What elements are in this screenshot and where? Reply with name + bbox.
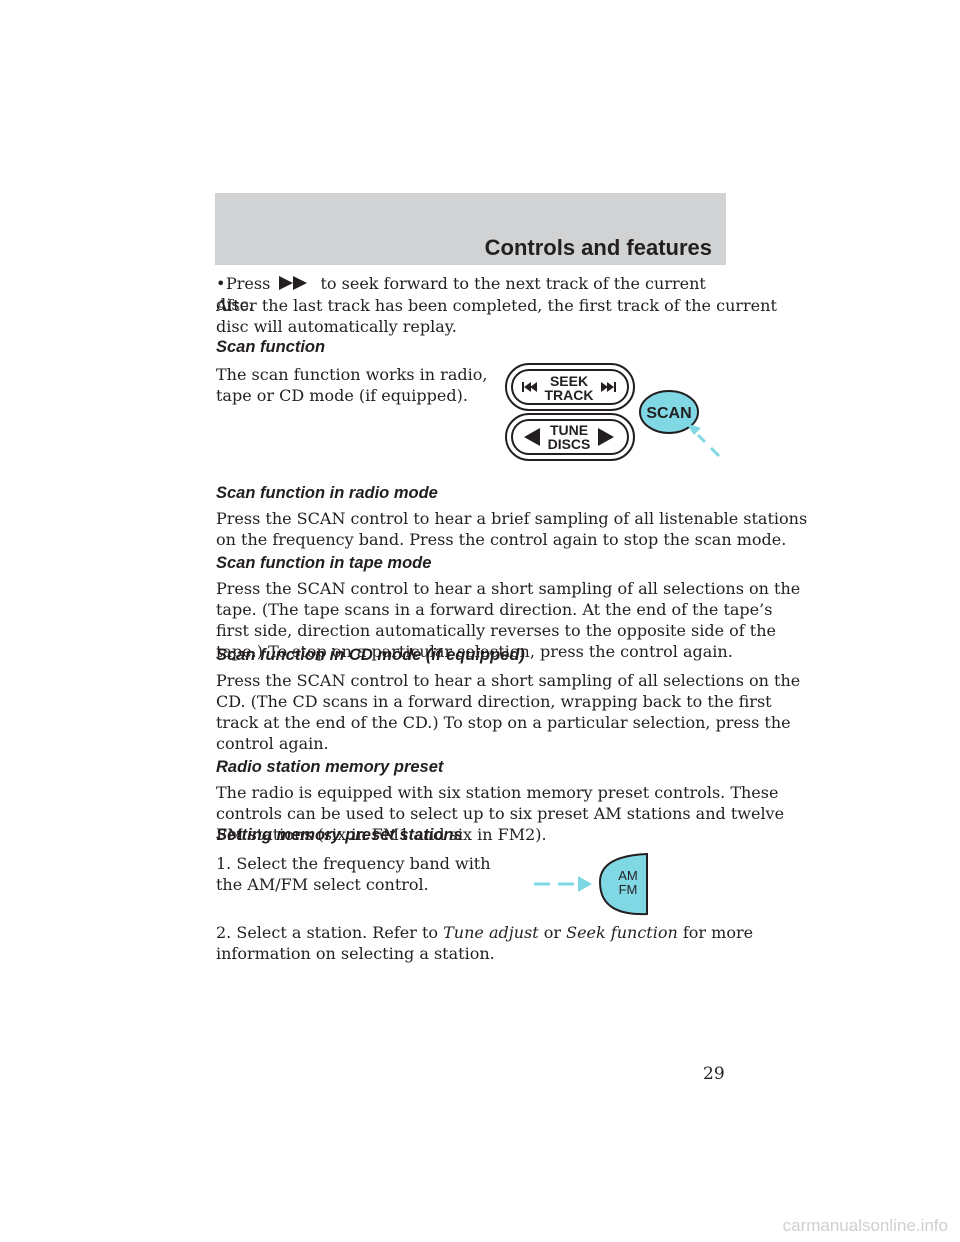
cd-mode-line1: Press the SCAN control to hear a short s… xyxy=(216,671,801,690)
setting-step1-line2: the AM/FM select control. xyxy=(216,875,429,894)
setting-step2-line1: 2. Select a station. Refer to Tune adjus… xyxy=(216,922,753,943)
cd-mode-heading: Scan function in CD mode (if equipped) xyxy=(216,646,525,664)
bullet-prefix: Press xyxy=(226,274,271,293)
memory-preset-line2: controls can be used to select up to six… xyxy=(216,804,785,823)
bullet-text-line2: After the last track has been completed,… xyxy=(216,296,777,315)
tune-label-1: TUNE xyxy=(550,422,588,438)
tape-mode-line1: Press the SCAN control to hear a short s… xyxy=(216,579,801,598)
scan-function-heading: Scan function xyxy=(216,338,326,356)
scan-label: SCAN xyxy=(646,405,691,422)
step2-link-tune-adjust: Tune adjust xyxy=(443,923,539,942)
scan-function-line2: tape or CD mode (if equipped). xyxy=(216,386,468,405)
next-track-icon xyxy=(601,382,616,392)
seek-label-1: SEEK xyxy=(550,373,588,389)
step2-prefix: 2. Select a station. Refer to xyxy=(216,923,439,942)
memory-preset-heading: Radio station memory preset xyxy=(216,758,444,776)
bullet-text-line1: to seek forward to the next track of the… xyxy=(216,274,706,314)
radio-mode-line2: on the frequency band. Press the control… xyxy=(216,530,787,549)
scan-controls-illustration: SEEK TRACK TUNE DISCS SCAN xyxy=(505,363,721,461)
section-header: Controls and features xyxy=(215,193,726,265)
radio-mode-heading: Scan function in radio mode xyxy=(216,484,438,502)
tune-down-icon xyxy=(524,428,540,446)
page-number: 29 xyxy=(703,1064,725,1084)
cd-mode-line4: control again. xyxy=(216,734,329,753)
setting-preset-heading: Setting memory preset stations xyxy=(216,826,463,844)
step2-suffix: for more xyxy=(682,923,754,942)
setting-step1-line1: 1. Select the frequency band with xyxy=(216,854,491,873)
tune-label-2: DISCS xyxy=(548,436,591,452)
watermark[interactable]: carmanualsonline.info xyxy=(782,1216,948,1235)
previous-track-icon xyxy=(522,382,537,392)
bullet-forward: •Press to seek forward to the next track… xyxy=(216,273,736,315)
tape-mode-line4: tape.) To stop on a particular selection… xyxy=(216,642,733,661)
amfm-pointer-arrow xyxy=(534,876,592,892)
fast-forward-icon xyxy=(279,276,308,290)
amfm-label-2: FM xyxy=(619,882,638,897)
tape-mode-line3: first side, direction automatically reve… xyxy=(216,621,777,640)
bullet-text-line3: disc will automatically replay. xyxy=(216,317,457,336)
step2-link-seek-function: Seek function xyxy=(566,923,678,942)
cd-mode-line3: track at the end of the CD.) To stop on … xyxy=(216,713,791,732)
setting-step2-line2: information on selecting a station. xyxy=(216,944,495,963)
scan-pointer-arrow xyxy=(686,423,721,458)
scan-function-line1: The scan function works in radio, xyxy=(216,365,488,384)
tape-mode-heading: Scan function in tape mode xyxy=(216,554,432,572)
memory-preset-line1: The radio is equipped with six station m… xyxy=(216,783,779,802)
bullet-dot: • xyxy=(216,274,226,293)
tune-up-icon xyxy=(598,428,614,446)
amfm-label-1: AM xyxy=(618,868,638,883)
memory-preset-line3: FM stations (six in FM1 and six in FM2). xyxy=(216,825,547,844)
tape-mode-line2: tape. (The tape scans in a forward direc… xyxy=(216,600,773,619)
section-title: Controls and features xyxy=(484,235,712,260)
amfm-illustration: AM FM xyxy=(534,852,648,916)
cd-mode-line2: CD. (The CD scans in a forward direction… xyxy=(216,692,772,711)
step2-or: or xyxy=(543,923,562,942)
radio-mode-line1: Press the SCAN control to hear a brief s… xyxy=(216,509,808,528)
seek-label-2: TRACK xyxy=(545,387,594,403)
